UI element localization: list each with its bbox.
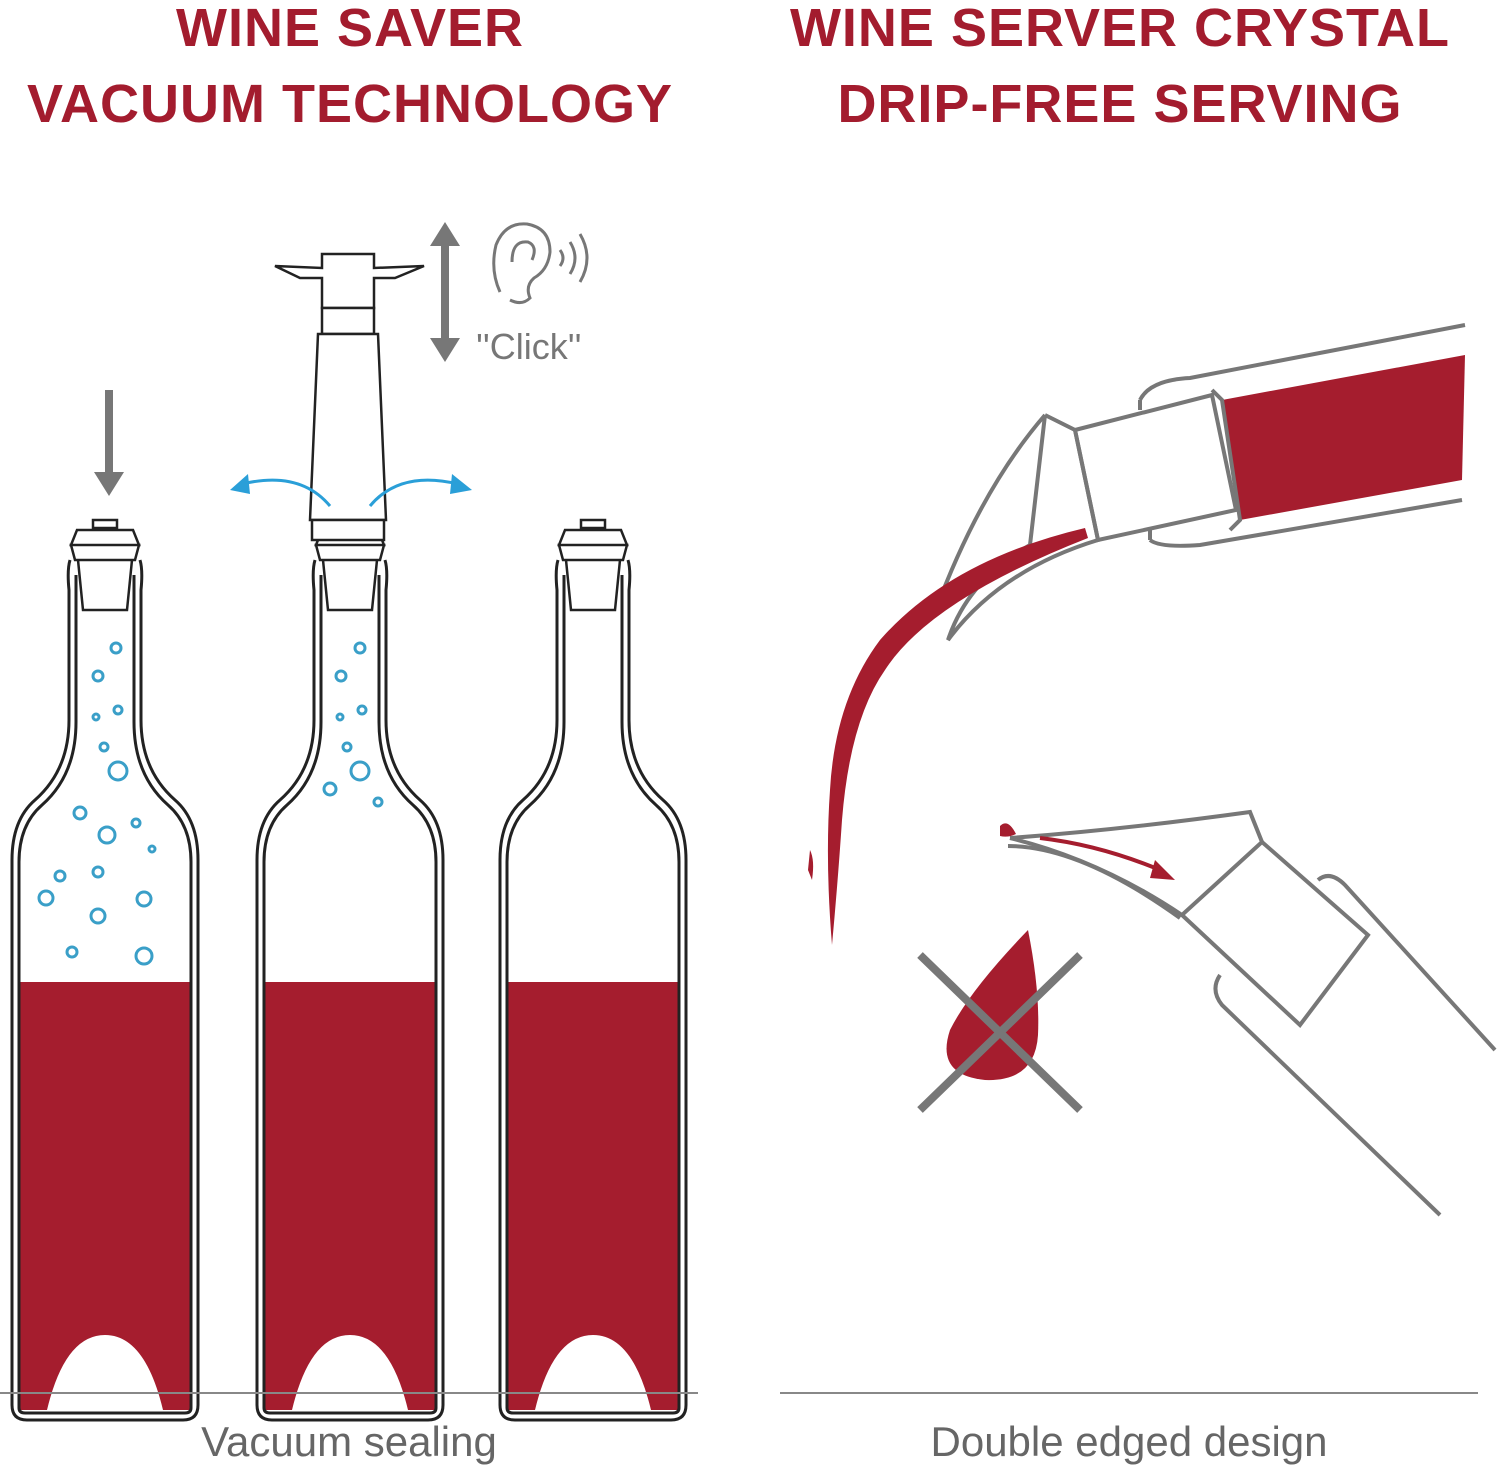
bottle-3: [498, 518, 688, 1422]
left-divider: [0, 1392, 698, 1394]
click-sound-label: ''Click'': [476, 326, 582, 367]
right-title: WINE SERVER CRYSTAL DRIP-FREE SERVING: [770, 0, 1470, 142]
right-title-line1: WINE SERVER CRYSTAL: [789, 0, 1451, 58]
air-bubbles: [37, 641, 384, 966]
right-divider: [780, 1392, 1478, 1394]
bottle-2: [255, 518, 445, 1422]
left-title-line2: VACUUM TECHNOLOGY: [27, 74, 673, 134]
pump-up-down-arrow-icon: [430, 222, 460, 362]
bottle-1: [10, 518, 200, 1422]
left-caption: Vacuum sealing: [201, 1418, 497, 1465]
push-down-arrow-icon: [94, 390, 124, 496]
left-title: WINE SAVER VACUUM TECHNOLOGY: [0, 0, 700, 142]
right-caption: Double edged design: [930, 1418, 1328, 1465]
ear-sound-icon: [492, 222, 589, 305]
pourer-drip-free: [1000, 809, 1497, 1217]
right-title-line2: DRIP-FREE SERVING: [837, 74, 1403, 134]
vacuum-pump: [274, 252, 425, 542]
air-out-arrows-icon: [241, 478, 459, 507]
left-title-line1: WINE SAVER: [175, 0, 525, 58]
no-drip-icon: [917, 930, 1083, 1113]
pourer-pouring: [808, 323, 1466, 945]
